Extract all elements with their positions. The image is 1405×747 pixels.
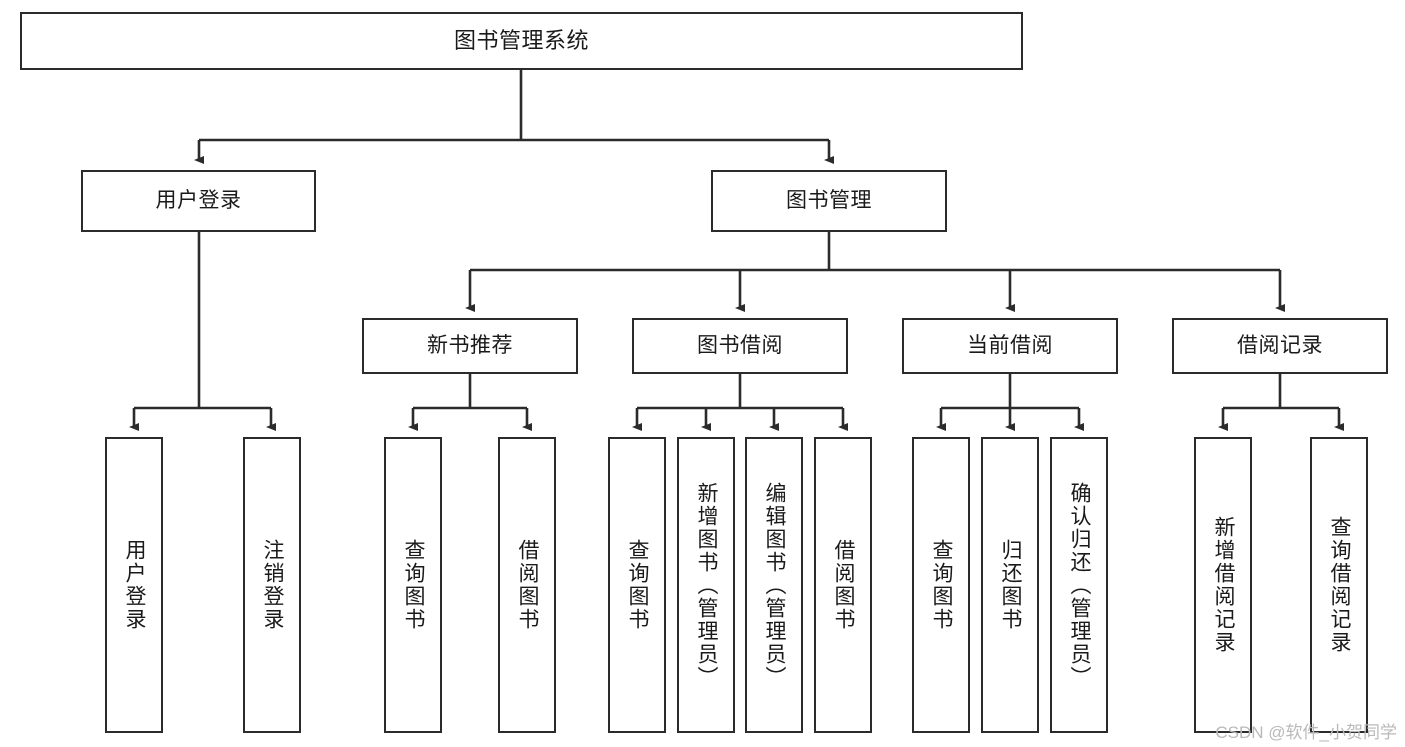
node-book-management[interactable]: 图书管理 bbox=[711, 170, 947, 232]
node-new-book-recommend[interactable]: 新书推荐 bbox=[362, 318, 578, 374]
leaf-borrow-book-recommend[interactable]: 借阅图书 bbox=[498, 437, 556, 733]
node-label: 查询图书 bbox=[930, 539, 954, 631]
leaf-query-book-current[interactable]: 查询图书 bbox=[912, 437, 970, 733]
node-label: 用户登录 bbox=[155, 188, 242, 212]
leaf-add-book-admin[interactable]: 新增图书（管理员） bbox=[677, 437, 735, 733]
leaf-query-book-borrow[interactable]: 查询图书 bbox=[608, 437, 666, 733]
node-label: 当前借阅 bbox=[967, 333, 1053, 357]
leaf-return-book[interactable]: 归还图书 bbox=[981, 437, 1039, 733]
leaf-logout[interactable]: 注销登录 bbox=[243, 437, 301, 733]
node-label: 借阅记录 bbox=[1237, 333, 1323, 357]
leaf-borrow-book[interactable]: 借阅图书 bbox=[814, 437, 872, 733]
node-label: 新增图书（管理员） bbox=[695, 481, 719, 689]
node-label: 确认归还（管理员） bbox=[1068, 481, 1092, 689]
node-label: 查询图书 bbox=[626, 539, 650, 631]
node-label: 归还图书 bbox=[999, 539, 1023, 631]
node-user-login[interactable]: 用户登录 bbox=[81, 170, 316, 232]
node-label: 查询图书 bbox=[402, 539, 426, 631]
node-current-borrow[interactable]: 当前借阅 bbox=[902, 318, 1118, 374]
node-label: 新增借阅记录 bbox=[1212, 516, 1236, 654]
node-root-library-management-system[interactable]: 图书管理系统 bbox=[20, 12, 1023, 70]
node-label: 图书借阅 bbox=[697, 333, 783, 357]
node-label: 新书推荐 bbox=[427, 333, 513, 357]
leaf-confirm-return-admin[interactable]: 确认归还（管理员） bbox=[1050, 437, 1108, 733]
node-label: 查询借阅记录 bbox=[1328, 516, 1352, 654]
node-label: 借阅图书 bbox=[832, 539, 856, 631]
node-label: 用户登录 bbox=[123, 539, 147, 631]
csdn-watermark: CSDN @软件_小贺同学 bbox=[1215, 723, 1397, 742]
leaf-add-borrow-record[interactable]: 新增借阅记录 bbox=[1194, 437, 1252, 733]
node-book-borrow[interactable]: 图书借阅 bbox=[632, 318, 848, 374]
leaf-edit-book-admin[interactable]: 编辑图书（管理员） bbox=[745, 437, 803, 733]
leaf-query-book-recommend[interactable]: 查询图书 bbox=[384, 437, 442, 733]
node-label: 编辑图书（管理员） bbox=[763, 481, 787, 689]
node-borrow-record[interactable]: 借阅记录 bbox=[1172, 318, 1388, 374]
node-label: 注销登录 bbox=[261, 539, 285, 631]
leaf-query-borrow-record[interactable]: 查询借阅记录 bbox=[1310, 437, 1368, 733]
node-label: 图书管理系统 bbox=[453, 28, 589, 54]
leaf-user-login[interactable]: 用户登录 bbox=[105, 437, 163, 733]
node-label: 图书管理 bbox=[786, 188, 872, 212]
node-label: 借阅图书 bbox=[516, 539, 540, 631]
